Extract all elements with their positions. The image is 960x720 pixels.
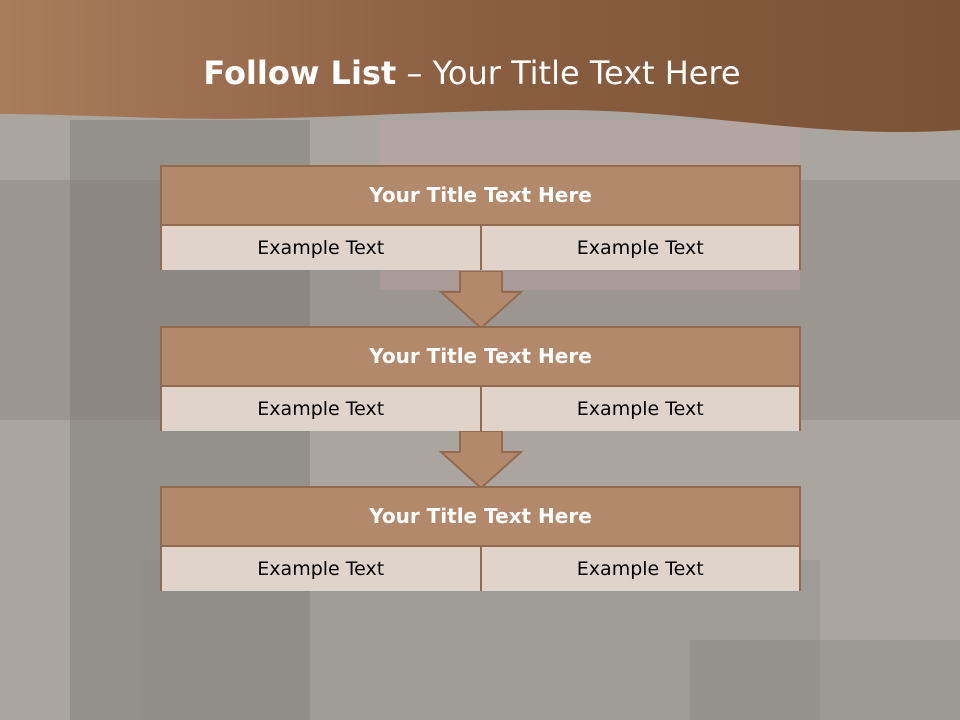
slide-title-rest: – Your Title Text Here [396,54,741,92]
list-card-title: Your Title Text Here [162,488,799,547]
down-arrow-icon [439,431,523,489]
down-arrow-icon [439,271,523,329]
list-card-title: Your Title Text Here [162,328,799,387]
list-card-right-text: Example Text [479,547,799,591]
list-card-right-text: Example Text [479,387,799,431]
list-card-left-text: Example Text [162,387,480,431]
list-card-2: Your Title Text Here Example Text Exampl… [160,326,801,431]
header-band [0,0,960,133]
list-card-title: Your Title Text Here [162,167,799,226]
slide-title-bold: Follow List [203,54,397,92]
list-card-3: Your Title Text Here Example Text Exampl… [160,486,801,591]
list-card-right-text: Example Text [479,226,799,270]
list-card-1: Your Title Text Here Example Text Exampl… [160,165,801,270]
list-card-left-text: Example Text [162,547,480,591]
list-card-left-text: Example Text [162,226,480,270]
slide-title: Follow List – Your Title Text Here [0,54,944,92]
